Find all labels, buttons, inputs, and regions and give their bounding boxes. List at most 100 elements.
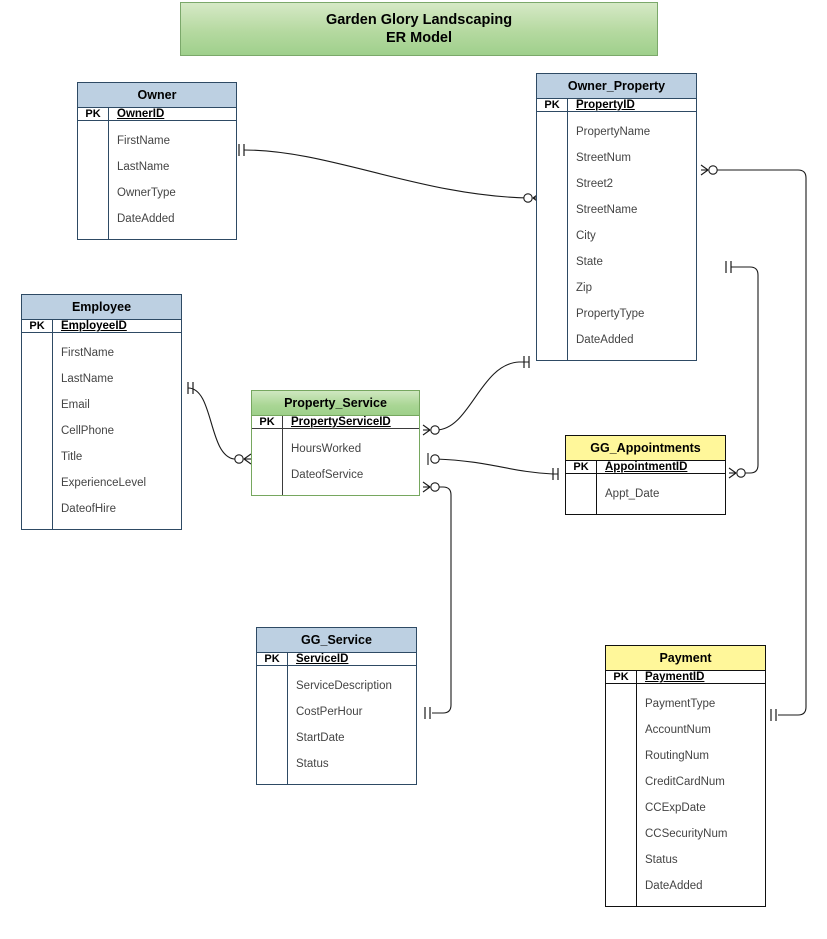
card-zero-many-property_service-top bbox=[422, 424, 440, 436]
card-one-one-employee bbox=[187, 382, 194, 394]
card-zero-many-property_service-left bbox=[234, 453, 252, 465]
pk-field-owner_property: PropertyID bbox=[576, 99, 635, 111]
attribute: Zip bbox=[576, 282, 592, 294]
attribute: PaymentType bbox=[645, 698, 716, 710]
attribute: DateofHire bbox=[61, 503, 116, 515]
pk-label-owner: PK bbox=[78, 108, 109, 120]
attribute: DateAdded bbox=[576, 334, 634, 346]
attribute: FirstName bbox=[61, 347, 115, 359]
diagram-title-line2: ER Model bbox=[385, 30, 453, 46]
diagram-title-line1: Garden Glory Landscaping bbox=[325, 12, 513, 28]
attribute: Status bbox=[645, 854, 678, 866]
edge-property_service-gg_service bbox=[432, 486, 452, 714]
pk-label-payment: PK bbox=[606, 671, 637, 683]
primary-key-row-owner: PK OwnerID bbox=[78, 108, 236, 121]
attribute-gutter-payment bbox=[606, 684, 637, 906]
attribute: AccountNum bbox=[645, 724, 711, 736]
pk-field-payment: PaymentID bbox=[645, 671, 705, 683]
attribute: FirstName bbox=[117, 135, 171, 147]
attribute-gutter-owner_property bbox=[537, 112, 568, 360]
edge-property_service-owner_property bbox=[435, 361, 529, 431]
pk-label-employee: PK bbox=[22, 320, 53, 332]
attribute: DateAdded bbox=[117, 213, 175, 225]
card-one-one-gg_service bbox=[424, 707, 431, 719]
entity-header-payment: Payment bbox=[606, 646, 765, 671]
attribute-gutter-employee bbox=[22, 333, 53, 529]
entity-header-gg_appointments: GG_Appointments bbox=[566, 436, 725, 461]
attribute: Title bbox=[61, 451, 83, 463]
attribute-list-gg_appointments: Appt_Date bbox=[597, 474, 725, 514]
attribute: RoutingNum bbox=[645, 750, 709, 762]
attribute: ServiceDescription bbox=[296, 680, 392, 692]
attribute: DateofService bbox=[291, 469, 364, 481]
attribute-gutter-gg_appointments bbox=[566, 474, 597, 514]
card-one-one-gg_appointments-left bbox=[552, 468, 559, 480]
card-one-one-owner_property-bottom bbox=[523, 356, 530, 368]
card-zero-many-owner_property-payment bbox=[700, 164, 718, 176]
entity-header-employee: Employee bbox=[22, 295, 181, 320]
entity-header-owner: Owner bbox=[78, 83, 236, 108]
attribute: DateAdded bbox=[645, 880, 703, 892]
primary-key-row-owner_property: PK PropertyID bbox=[537, 99, 696, 112]
primary-key-row-employee: PK EmployeeID bbox=[22, 320, 181, 333]
attribute-gutter-property_service bbox=[252, 429, 283, 495]
pk-field-owner: OwnerID bbox=[117, 108, 165, 120]
pk-field-gg_service: ServiceID bbox=[296, 653, 349, 665]
edge-owner_property-payment bbox=[714, 169, 807, 716]
attribute: CreditCardNum bbox=[645, 776, 725, 788]
attribute: LastName bbox=[117, 161, 170, 173]
card-zero-many-gg_appointments-right bbox=[728, 467, 746, 479]
diagram-title-banner: Garden Glory Landscaping ER Model bbox=[180, 2, 658, 56]
entity-header-property_service: Property_Service bbox=[252, 391, 419, 416]
pk-field-employee: EmployeeID bbox=[61, 320, 127, 332]
attribute: StreetNum bbox=[576, 152, 631, 164]
card-zero-one-property_service-mid bbox=[427, 453, 440, 465]
pk-label-owner_property: PK bbox=[537, 99, 568, 111]
attribute: HoursWorked bbox=[291, 443, 362, 455]
attribute: Appt_Date bbox=[605, 488, 660, 500]
entity-header-owner_property: Owner_Property bbox=[537, 74, 696, 99]
pk-label-gg_appointments: PK bbox=[566, 461, 597, 473]
attribute: City bbox=[576, 230, 596, 242]
attribute: StreetName bbox=[576, 204, 638, 216]
attribute: Street2 bbox=[576, 178, 614, 190]
edge-owner-owner_property bbox=[243, 149, 530, 199]
attribute-gutter-owner bbox=[78, 121, 109, 239]
attribute: OwnerType bbox=[117, 187, 176, 199]
card-one-one-payment bbox=[770, 709, 777, 721]
attribute: ExperienceLevel bbox=[61, 477, 147, 489]
attribute: Email bbox=[61, 399, 90, 411]
pk-field-property_service: PropertyServiceID bbox=[291, 416, 391, 428]
attribute: LastName bbox=[61, 373, 114, 385]
attribute: State bbox=[576, 256, 603, 268]
card-one-one-owner bbox=[238, 144, 245, 156]
attribute: CostPerHour bbox=[296, 706, 363, 718]
attribute: StartDate bbox=[296, 732, 345, 744]
entity-header-gg_service: GG_Service bbox=[257, 628, 416, 653]
edge-property_service-gg_appointments bbox=[435, 458, 558, 475]
attribute-gutter-gg_service bbox=[257, 666, 288, 784]
attribute: PropertyName bbox=[576, 126, 651, 138]
